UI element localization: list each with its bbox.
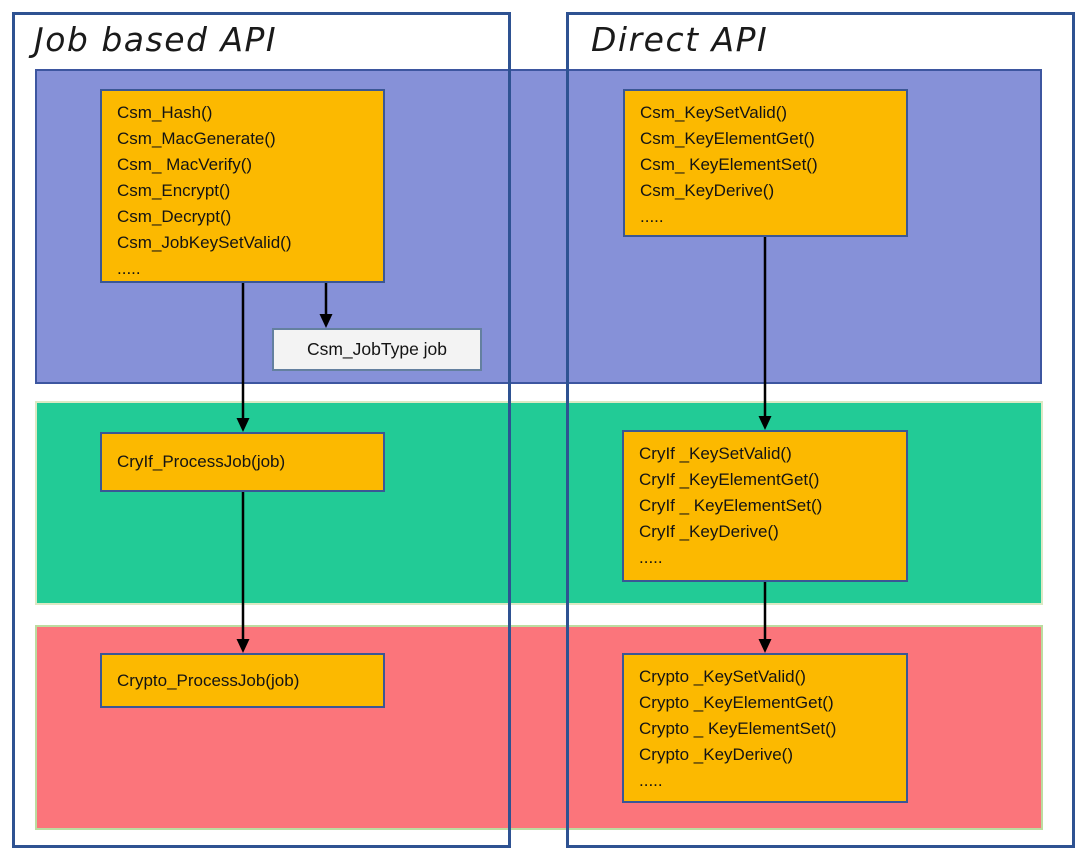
api-function-line: .....: [117, 259, 141, 278]
api-function-line: Crypto _KeyElementGet(): [639, 693, 834, 712]
api-function-line: Crypto_ProcessJob(job): [117, 670, 300, 690]
api-function-line: Crypto _KeyDerive(): [639, 745, 793, 764]
api-function-line: Csm_MacGenerate(): [117, 129, 276, 148]
csm-jobtype-box: Csm_JobType job: [272, 328, 482, 371]
direct-api-panel: [566, 12, 1075, 848]
api-function-line: Csm_KeySetValid(): [640, 103, 788, 122]
direct-api-title: Direct API: [591, 20, 769, 59]
api-function-line: Csm_Hash(): [117, 103, 213, 122]
api-function-line: Csm_Decrypt(): [117, 207, 232, 226]
job-based-api-panel: [12, 12, 511, 848]
api-function-line: Csm_JobKeySetValid(): [117, 233, 292, 252]
api-function-line: .....: [639, 771, 663, 790]
api-function-line: Csm_Encrypt(): [117, 181, 231, 200]
api-function-line: Crypto _ KeyElementSet(): [639, 719, 837, 738]
api-function-line: Csm_ KeyElementSet(): [640, 155, 818, 174]
csm-direct-api-box: Csm_KeySetValid() Csm_KeyElementGet() Cs…: [623, 89, 908, 237]
job-based-api-title: Job based API: [34, 20, 278, 59]
api-function-line: Csm_KeyElementGet(): [640, 129, 815, 148]
api-function-line: CryIf _KeyElementGet(): [639, 470, 820, 489]
api-function-line: Csm_KeyDerive(): [640, 181, 775, 200]
api-function-line: .....: [639, 548, 663, 567]
crypto-processjob-box: Crypto_ProcessJob(job): [100, 653, 385, 708]
api-function-line: Csm_ MacVerify(): [117, 155, 253, 174]
api-function-line: Crypto _KeySetValid(): [639, 667, 806, 686]
api-function-line: .....: [640, 207, 664, 226]
cryif-processjob-box: CryIf_ProcessJob(job): [100, 432, 385, 492]
api-function-line: CryIf_ProcessJob(job): [117, 452, 286, 471]
api-function-line: CryIf _KeySetValid(): [639, 444, 792, 463]
crypto-direct-api-box: Crypto _KeySetValid() Crypto _KeyElement…: [622, 653, 908, 803]
csm-job-api-box: Csm_Hash() Csm_MacGenerate() Csm_ MacVer…: [100, 89, 385, 283]
api-function-line: CryIf _KeyDerive(): [639, 522, 779, 541]
api-function-line: CryIf _ KeyElementSet(): [639, 496, 823, 515]
jobtype-label: Csm_JobType job: [306, 339, 448, 359]
cryif-direct-api-box: CryIf _KeySetValid() CryIf _KeyElementGe…: [622, 430, 908, 582]
